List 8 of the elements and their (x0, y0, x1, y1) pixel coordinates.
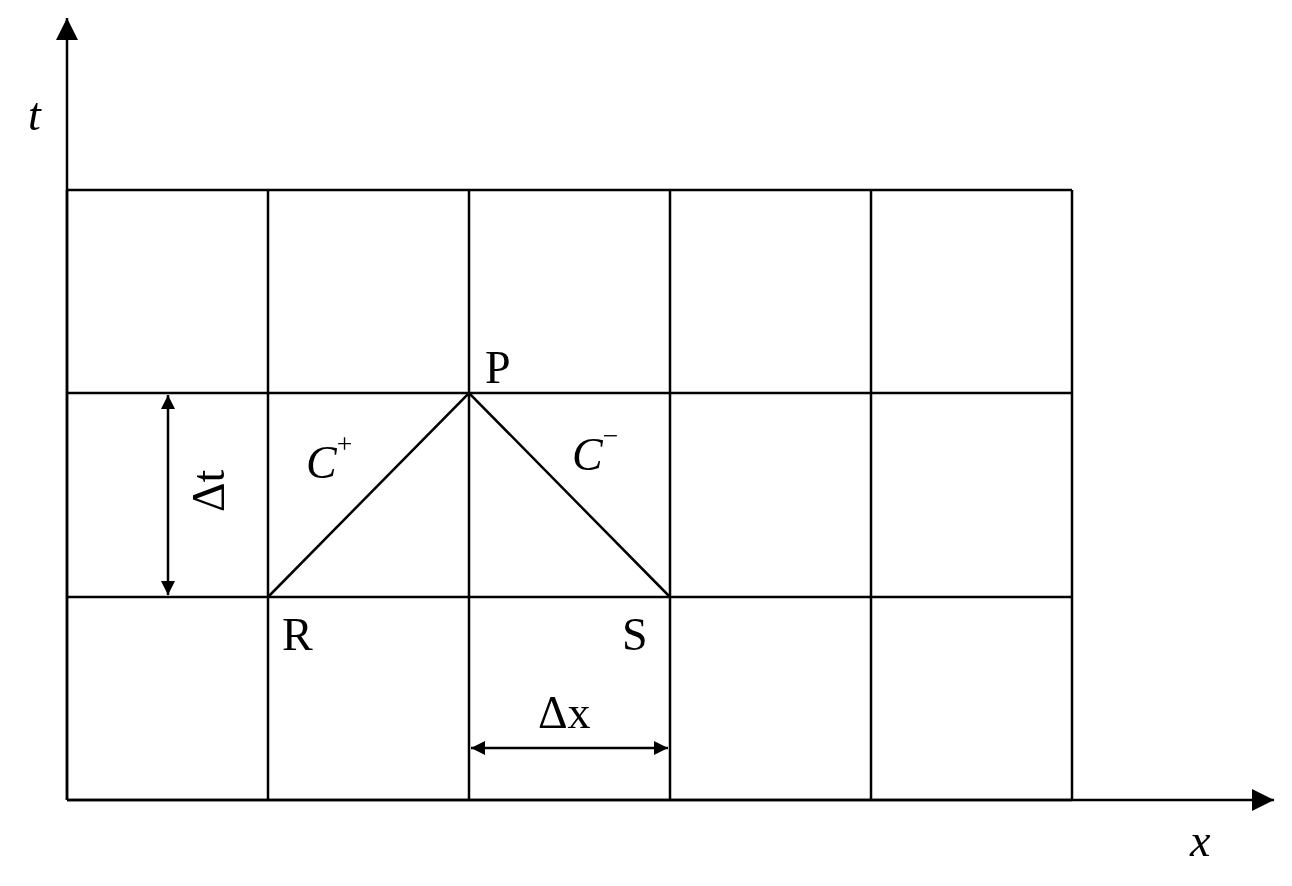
dimension-label: Δt (186, 470, 232, 513)
point-label: S (622, 612, 648, 658)
axis-label: x (1190, 818, 1211, 864)
axis-label: t (28, 92, 41, 138)
characteristic-label: C$^{−}$ (572, 432, 619, 478)
dimension-label: Δx (538, 690, 591, 736)
point-label: P (485, 345, 511, 391)
point-label: R (282, 612, 313, 658)
